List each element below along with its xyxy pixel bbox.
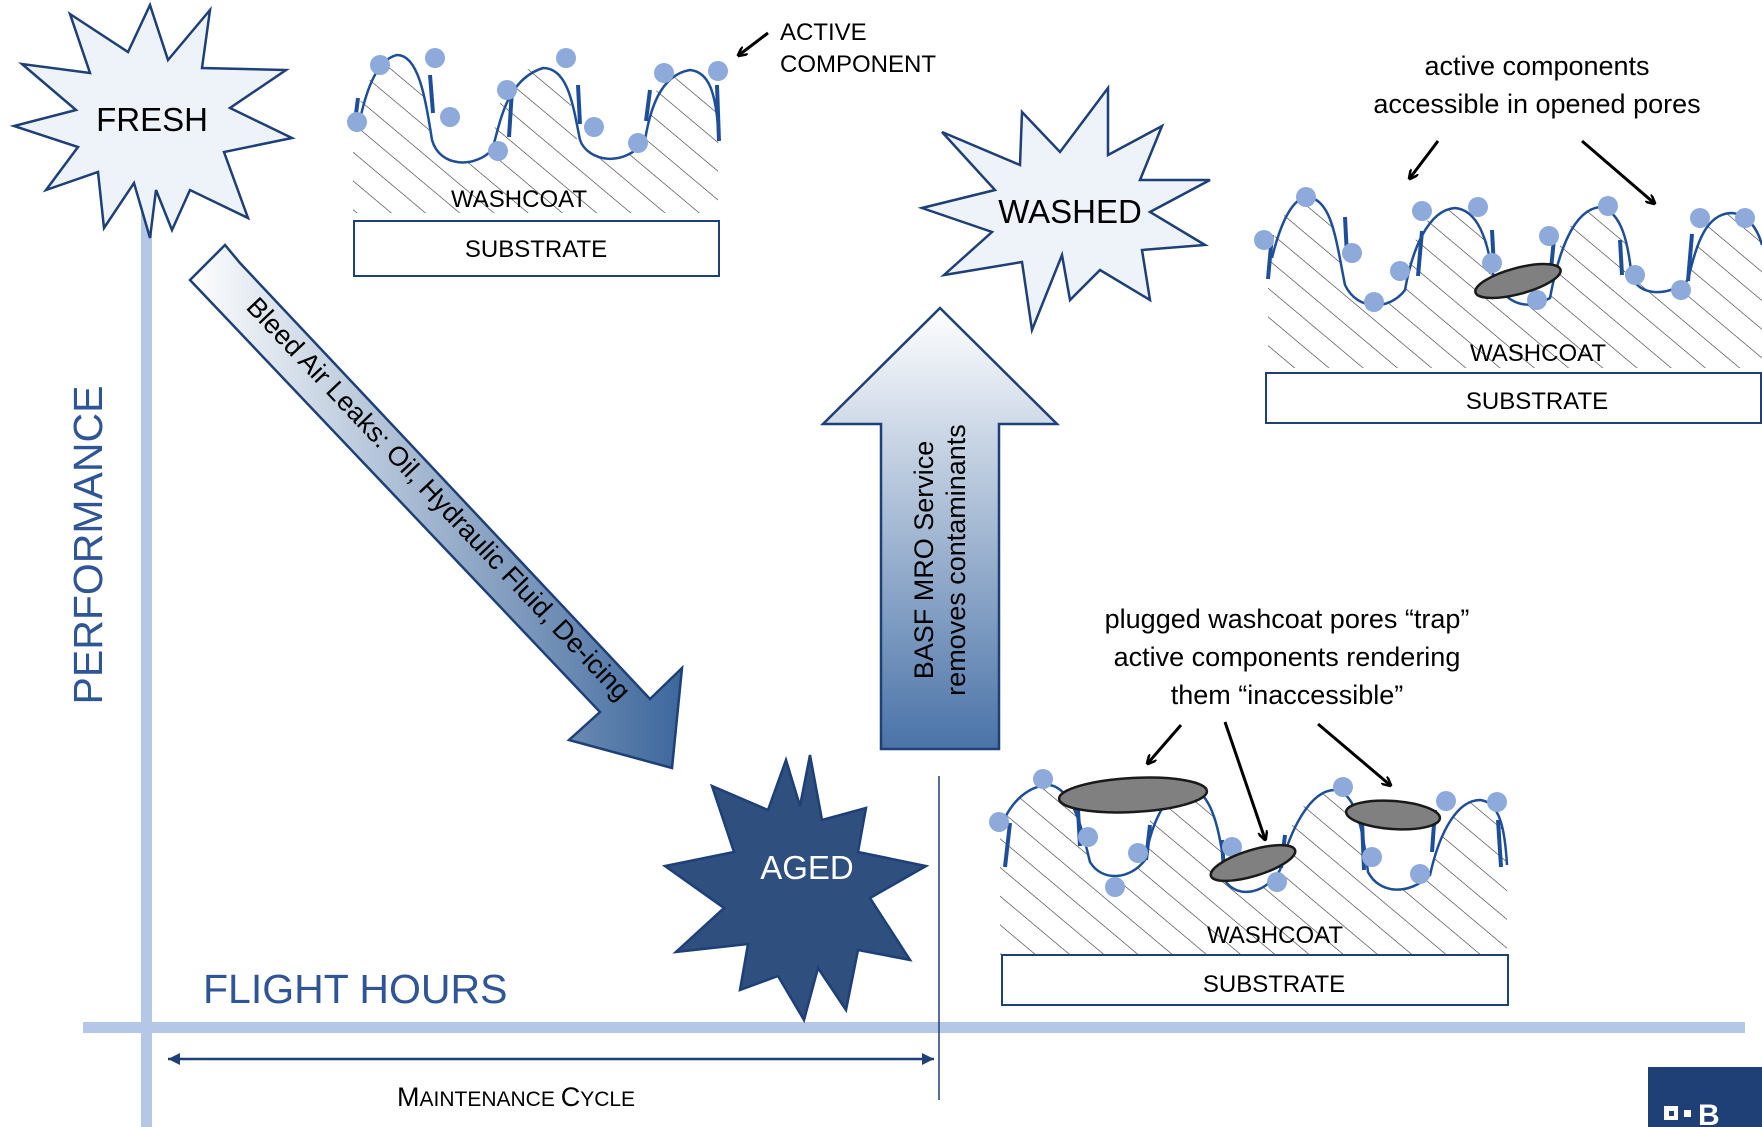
logo-squares-icon	[1664, 1106, 1691, 1120]
washed-pointer-right-icon	[1581, 139, 1654, 203]
washed-note-line1: active components	[1424, 51, 1649, 81]
aged-label: AGED	[760, 849, 854, 886]
washed-note-line2: accessible in opened pores	[1373, 89, 1700, 119]
degradation-arrow	[188, 243, 684, 770]
x-axis-line	[83, 1022, 1745, 1033]
washed-contaminant-icon	[1474, 262, 1562, 300]
service-arrow	[819, 306, 1061, 751]
washed-substrate-label: SUBSTRATE	[1466, 388, 1608, 415]
aged-pointer-right-icon	[1317, 722, 1390, 785]
aged-contaminant-large-icon	[1057, 776, 1209, 814]
washed-washcoat-label: WASHCOAT	[1470, 340, 1606, 367]
washed-panel: active components accessible in opened p…	[1254, 51, 1762, 424]
aged-contaminant-right-icon	[1344, 799, 1442, 831]
fresh-washcoat-profile	[356, 53, 720, 164]
y-axis-label: PERFORMANCE	[65, 386, 111, 705]
fresh-washcoat-hatch	[353, 55, 718, 213]
fresh-panel: WASHCOAT SUBSTRATE ACTIVE COMPONENT	[347, 19, 936, 277]
service-label-line2: removes contaminants	[941, 424, 971, 696]
washed-substrate-box	[1265, 372, 1762, 424]
fresh-star-icon	[9, 1, 296, 239]
fresh-substrate-box	[353, 220, 720, 277]
callout-arrow-icon	[739, 31, 769, 55]
active-component-line1: ACTIVE	[780, 19, 867, 46]
aged-panel: plugged washcoat pores “trap” active com…	[989, 604, 1509, 1006]
cycle-cap-m: M	[397, 1082, 420, 1112]
cycle-rest-2: YCLE	[580, 1088, 635, 1111]
aged-note-line2: active components rendering	[1114, 642, 1461, 672]
aged-substrate-label: SUBSTRATE	[1203, 971, 1345, 998]
cycle-rest-1: AINTENANCE	[420, 1088, 561, 1111]
aged-pointer-middle-icon	[1223, 721, 1265, 839]
logo-text: B	[1698, 1099, 1720, 1127]
aged-washcoat-label: WASHCOAT	[1207, 922, 1343, 949]
fresh-substrate-label: SUBSTRATE	[465, 236, 607, 263]
y-axis-line	[141, 170, 152, 1127]
washed-star-icon	[917, 84, 1211, 335]
aged-note-line3: them “inaccessible”	[1171, 680, 1404, 710]
basf-logo: B	[1648, 1067, 1762, 1127]
aged-washcoat-hatch	[1000, 785, 1507, 962]
fresh-washcoat-label: WASHCOAT	[451, 186, 587, 213]
washed-pointer-left-icon	[1410, 140, 1440, 178]
aged-substrate-box	[1001, 954, 1509, 1006]
service-label-line1: BASF MRO Service	[909, 441, 939, 680]
degradation-label: Bleed Air Leaks: Oil, Hydraulic Fluid, D…	[241, 291, 637, 706]
maintenance-cycle-label: MAINTENANCE CYCLE	[397, 1082, 635, 1112]
aged-star-icon	[661, 754, 930, 1024]
fresh-label: FRESH	[96, 101, 208, 138]
washed-washcoat-hatch	[1268, 197, 1762, 368]
washed-label: WASHED	[998, 193, 1142, 230]
aged-pointer-left-icon	[1148, 724, 1183, 763]
aged-contaminant-small-icon	[1209, 843, 1297, 883]
active-component-line2: COMPONENT	[780, 51, 936, 78]
aged-note-line1: plugged washcoat pores “trap”	[1105, 604, 1470, 634]
aged-washcoat-profile	[998, 783, 1509, 894]
x-axis-label: FLIGHT HOURS	[203, 966, 508, 1012]
cycle-cap-c: C	[561, 1082, 581, 1112]
